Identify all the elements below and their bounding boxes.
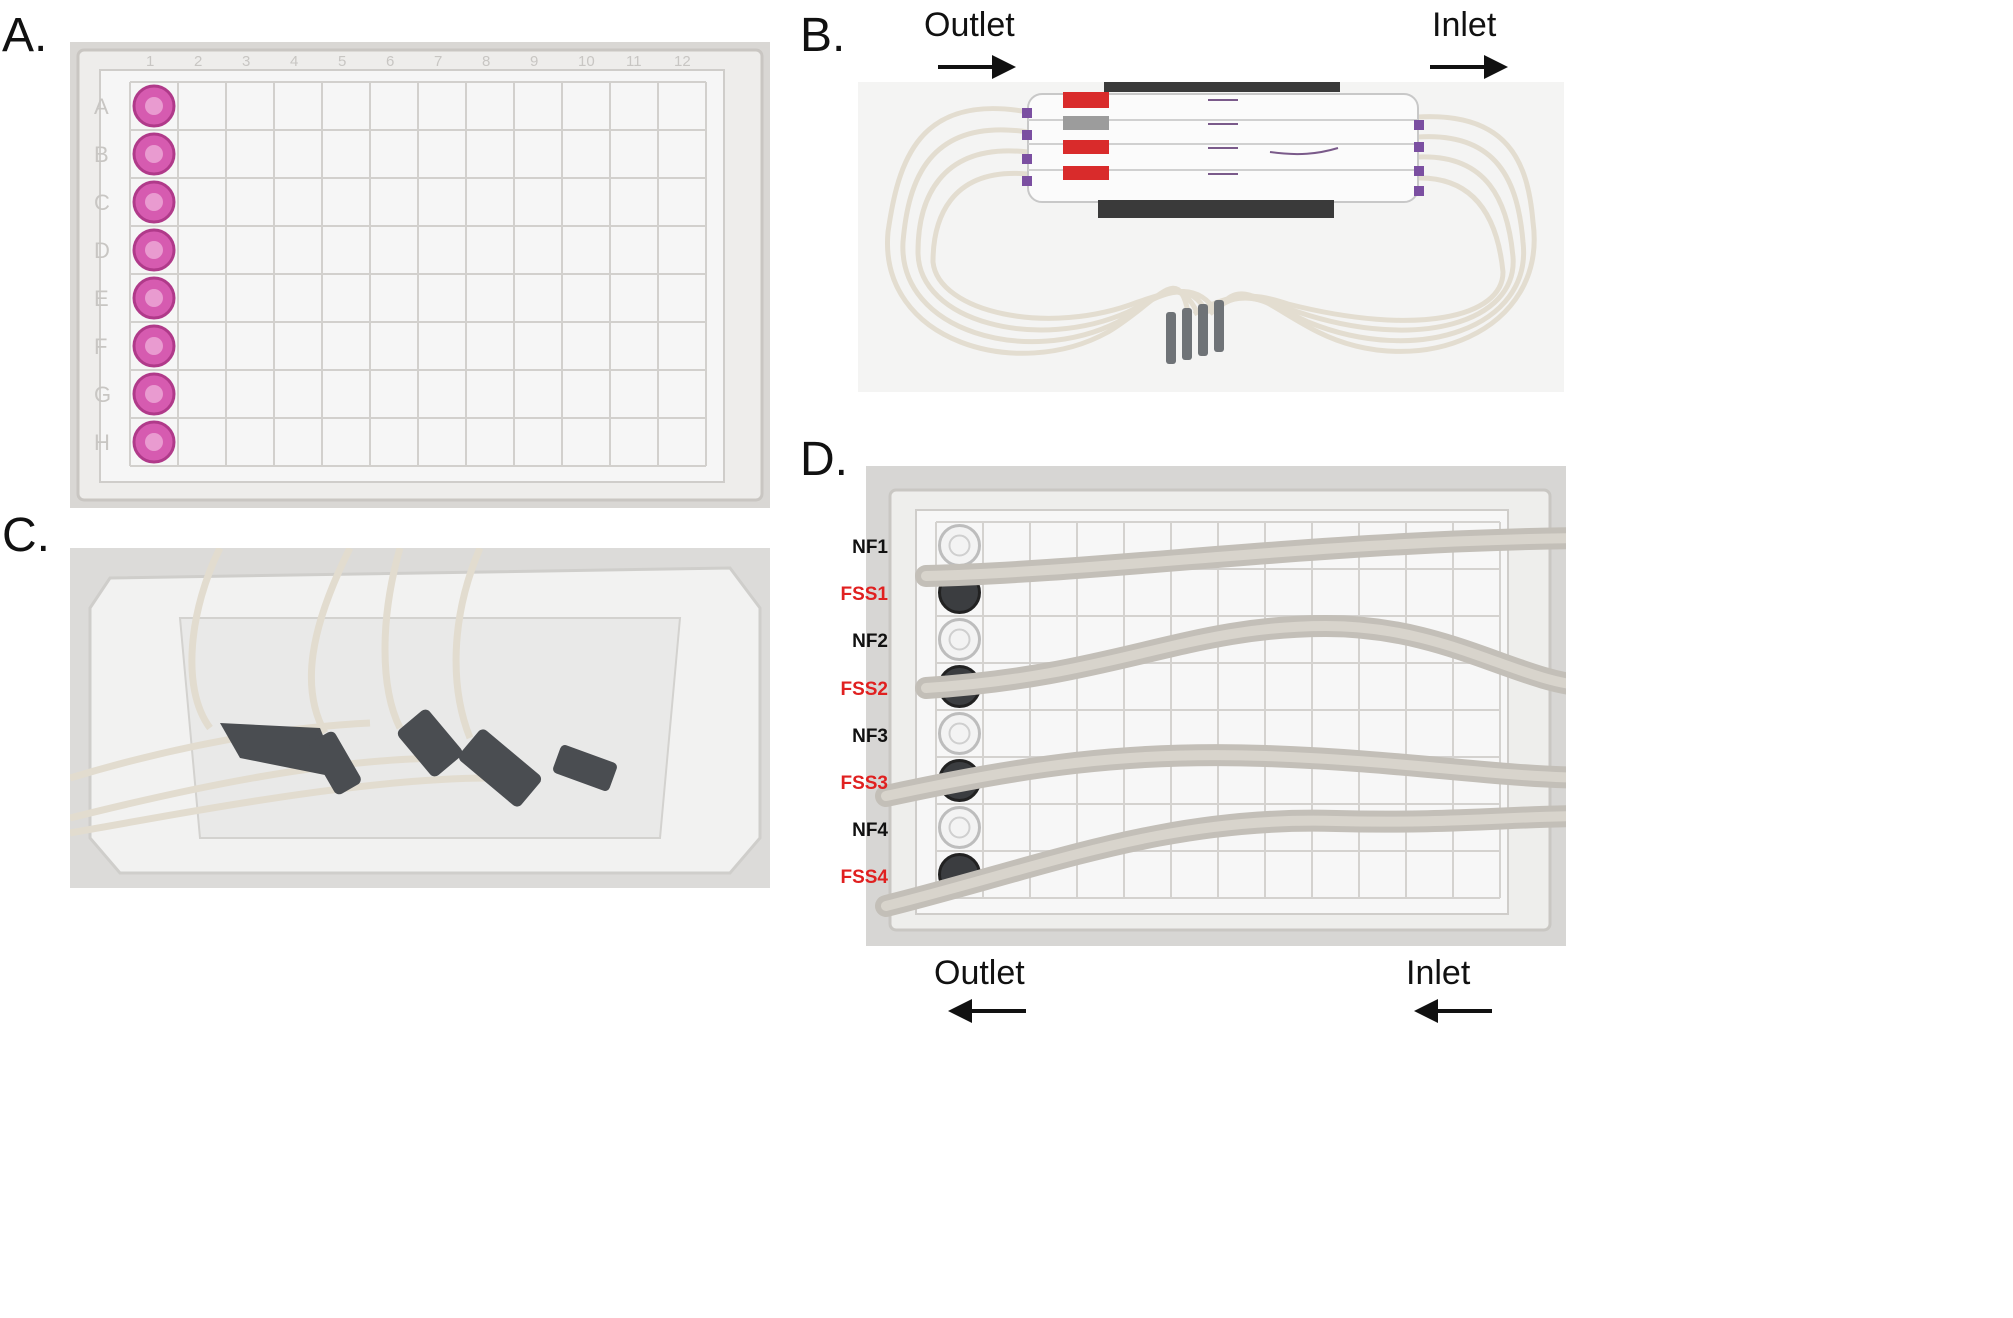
nf-well-ring — [948, 628, 971, 651]
plate-a-col-label: 10 — [578, 53, 595, 70]
panel-b-letter: B. — [800, 9, 846, 62]
filled-well-highlight — [145, 337, 163, 355]
nf-well-label: NF2 — [852, 631, 888, 653]
nf-well-ring — [948, 816, 971, 839]
nf-well-label: NF4 — [852, 820, 888, 842]
panel-d-outlet-arrow — [948, 999, 1026, 1023]
fss-well-label: FSS3 — [840, 773, 888, 794]
fss-well-label: FSS2 — [840, 678, 888, 700]
nf-well-label: NF1 — [852, 537, 888, 558]
plate-a-col-label: 7 — [434, 53, 442, 70]
panel-d-inlet-arrow — [1414, 999, 1492, 1023]
panel-d-letter: D. — [800, 433, 848, 486]
plate-a-col-label: 9 — [530, 53, 538, 70]
pump-cassette-image — [858, 82, 1564, 392]
nf-well — [938, 524, 981, 567]
plate-a-col-label: 11 — [626, 53, 642, 70]
panel-b-inlet-label: Inlet — [1432, 6, 1497, 44]
reservoir-image — [70, 548, 770, 888]
nf-well — [938, 806, 981, 849]
plate-a-col-label: 3 — [242, 53, 250, 70]
filled-well-highlight — [145, 193, 163, 211]
plate-a-row-label: C — [94, 190, 110, 215]
filled-well-highlight — [145, 385, 163, 403]
nf-well-ring — [948, 722, 971, 745]
fss-well-label: FSS1 — [840, 584, 888, 606]
plate-a-row-label: G — [94, 382, 111, 407]
fss-well-label: FSS4 — [840, 867, 888, 889]
plate-a-col-label: 12 — [674, 53, 691, 70]
filled-well-highlight — [145, 289, 163, 307]
filled-well-highlight — [145, 433, 163, 451]
panel-c-photo — [70, 548, 770, 888]
panel-d-photo — [866, 466, 1566, 946]
panel-b-inlet-arrow — [1430, 55, 1508, 79]
plate-a-row-label: A — [94, 94, 109, 119]
plate-a-row-label: B — [94, 142, 109, 167]
panel-d-outlet-label: Outlet — [934, 954, 1025, 992]
plate-a-col-label: 2 — [194, 53, 202, 70]
plate-a-row-label: E — [94, 286, 109, 311]
panel-a-letter: A. — [2, 9, 48, 62]
filled-well-highlight — [145, 97, 163, 115]
plate-a-col-label: 1 — [146, 53, 154, 70]
plate-a-row-label: H — [94, 430, 110, 455]
nf-well-ring — [948, 534, 971, 557]
filled-well-highlight — [145, 145, 163, 163]
filled-well-highlight — [145, 241, 163, 259]
plate-a-col-label: 8 — [482, 53, 490, 70]
nf-well-label: NF3 — [852, 725, 888, 747]
plate-a-col-label: 5 — [338, 53, 346, 70]
plate-a-col-label: 6 — [386, 53, 394, 70]
panel-c-letter: C. — [2, 509, 50, 562]
plate-a-row-label: D — [94, 238, 110, 263]
plate-d-image — [866, 466, 1566, 946]
nf-well — [938, 712, 981, 755]
plate-a-col-label: 4 — [290, 53, 298, 70]
panel-b-photo — [858, 82, 1564, 392]
panel-b-outlet-arrow — [938, 55, 1016, 79]
nf-well — [938, 618, 981, 661]
plate-a-row-label: F — [94, 334, 107, 359]
panel-d-inlet-label: Inlet — [1406, 954, 1471, 992]
panel-b-outlet-label: Outlet — [924, 6, 1015, 44]
